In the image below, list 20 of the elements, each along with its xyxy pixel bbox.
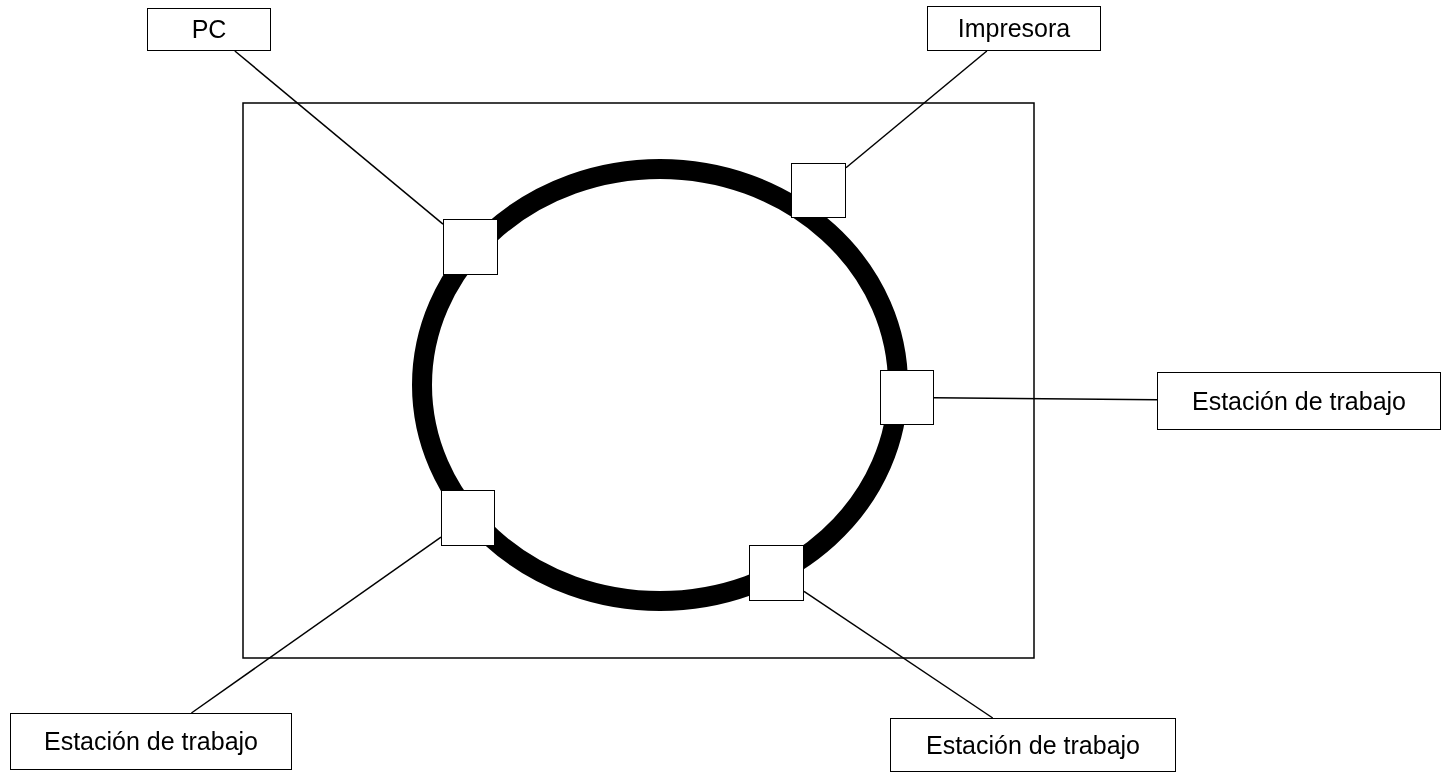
label-text: Impresora — [957, 14, 1071, 43]
label-text: Estación de trabajo — [44, 727, 258, 756]
device-box — [880, 370, 934, 425]
label-box — [927, 6, 1101, 51]
label-text: Estación de trabajo — [1192, 386, 1406, 416]
device-box — [441, 490, 495, 546]
device-box — [443, 219, 498, 275]
label-box — [1157, 372, 1441, 430]
device-box — [749, 545, 804, 601]
label-text: Estación de trabajo — [926, 730, 1140, 760]
label-box — [147, 8, 271, 51]
device-box — [791, 163, 846, 218]
leader-line — [803, 590, 994, 719]
leader-line — [845, 50, 988, 169]
label-box — [890, 718, 1176, 772]
label-text: PC — [191, 15, 227, 44]
leader-line — [234, 50, 444, 225]
leader-line — [190, 536, 442, 714]
label-box — [10, 713, 292, 770]
leader-line — [933, 397, 1158, 401]
